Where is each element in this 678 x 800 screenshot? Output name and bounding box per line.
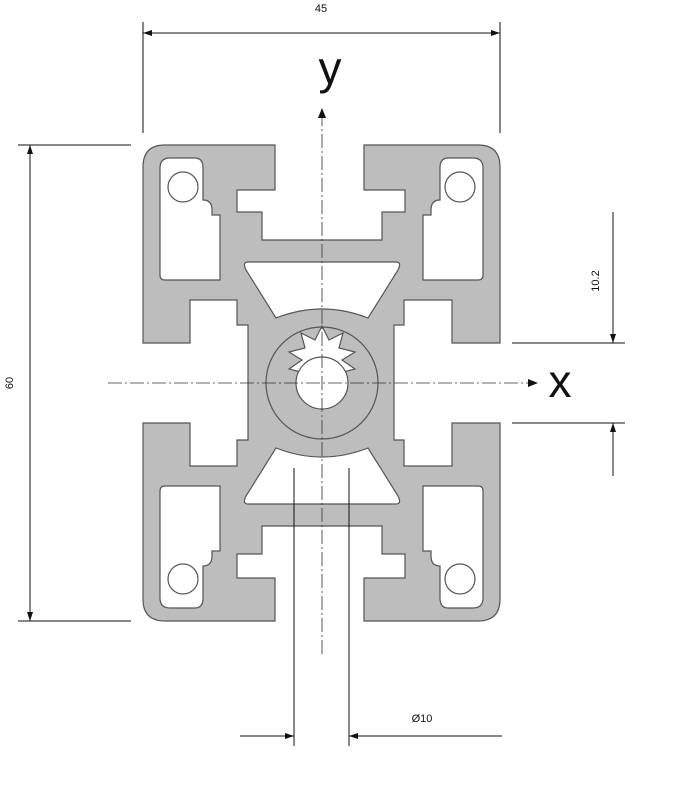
arrow-left-icon <box>349 733 358 739</box>
arrow-right-icon <box>285 733 294 739</box>
arrow-right-icon <box>491 30 500 36</box>
width-dimension: 45 <box>142 3 501 133</box>
x-axis-arrow-icon <box>528 379 538 387</box>
corner-bore-bottom-left <box>167 563 199 595</box>
slot-offset-dimension: 10.2 <box>512 212 625 476</box>
corner-bore-bottom-right <box>444 563 476 595</box>
arrow-left-icon <box>143 30 152 36</box>
y-axis-label: y <box>319 42 342 94</box>
bore-label: Ø10 <box>412 713 433 725</box>
arrow-up-icon <box>27 145 33 154</box>
corner-bore-top-right <box>444 171 476 203</box>
arrow-up-icon <box>610 423 616 432</box>
height-dimension: 60 <box>4 144 131 622</box>
y-axis-arrow-icon <box>318 108 326 118</box>
width-label: 45 <box>315 3 327 15</box>
slot-offset-label: 10.2 <box>590 270 602 291</box>
corner-bore-top-left <box>167 171 199 203</box>
x-axis-label: x <box>549 355 572 407</box>
arrow-down-icon <box>610 334 616 343</box>
bore-dimension: Ø10 <box>240 468 502 746</box>
arrow-down-icon <box>27 612 33 621</box>
axis-lines: y x <box>108 42 572 656</box>
height-label: 60 <box>4 377 16 389</box>
